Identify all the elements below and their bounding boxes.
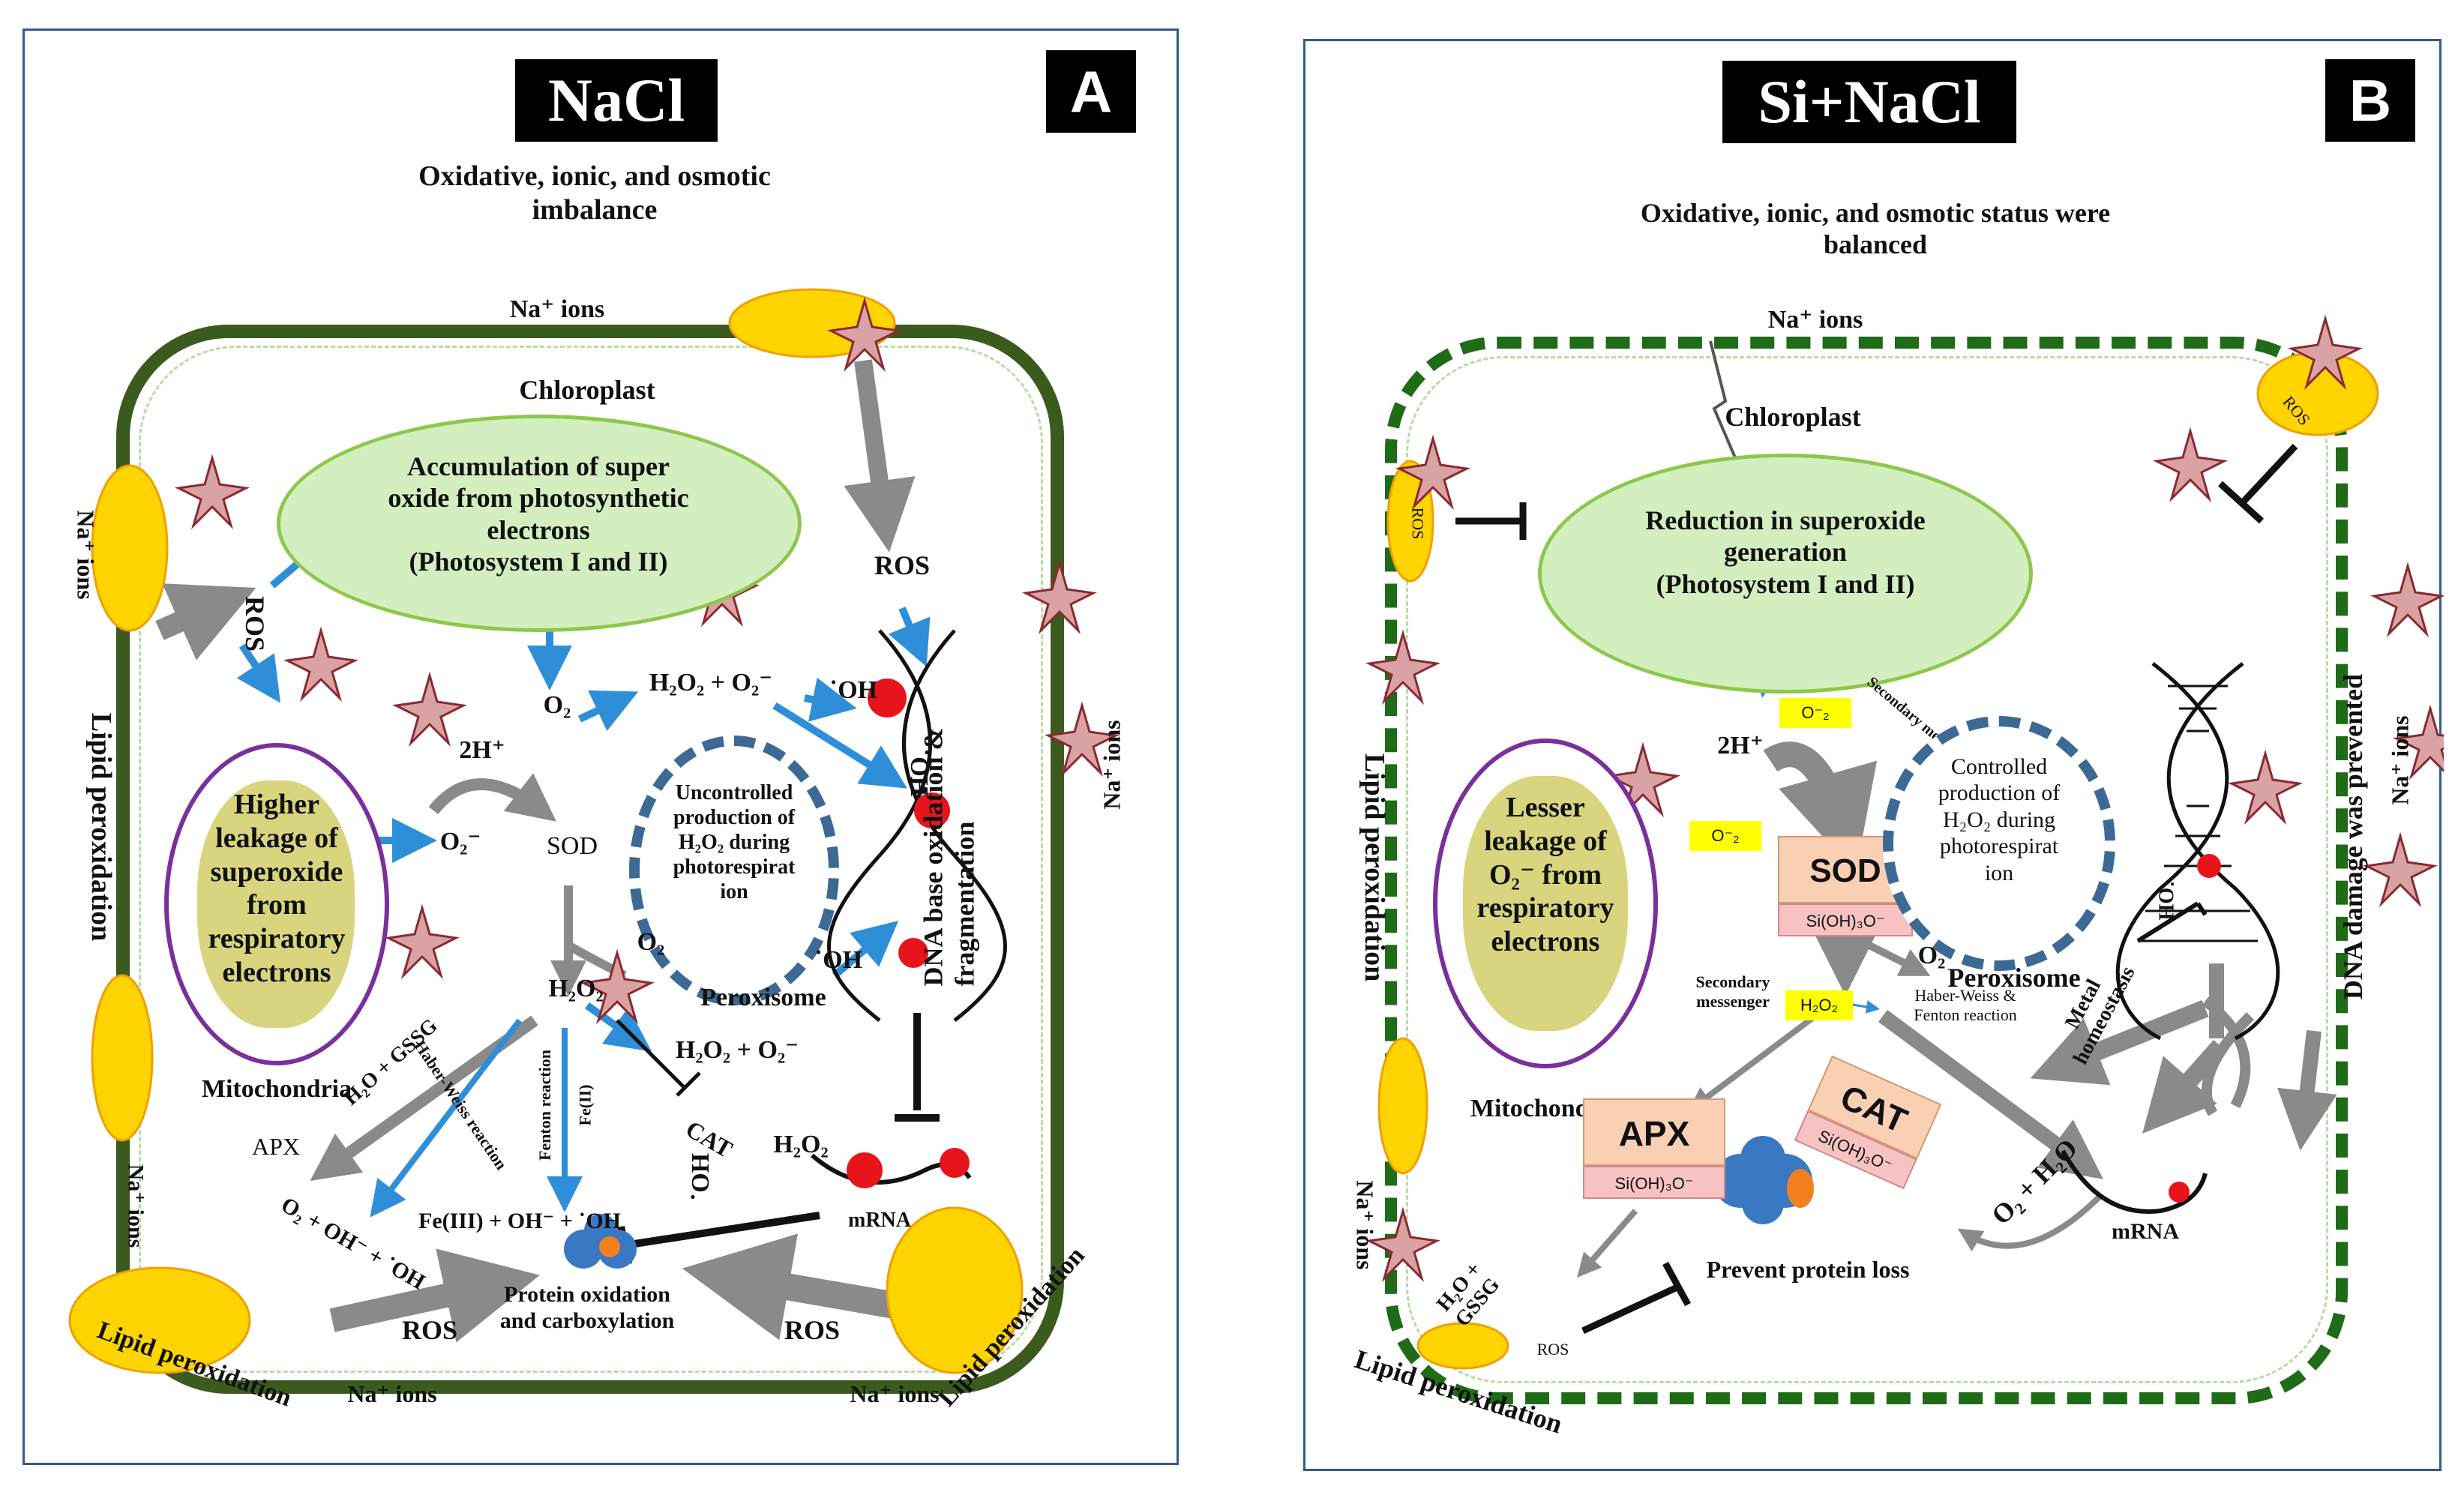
panel-b-arrows bbox=[1365, 314, 2444, 1370]
panel-a-oh-mid: ˙OH bbox=[814, 946, 863, 974]
panel-b-o2-box-top: O⁻₂ bbox=[1779, 698, 1851, 728]
panel-a-o2-mid: O₂ bbox=[637, 928, 665, 956]
panel-a-chloroplast bbox=[277, 415, 802, 632]
panel-b-oh-dna: ˙OH bbox=[2154, 880, 2178, 921]
panel-a-arrows bbox=[68, 288, 1120, 1374]
panel-b-lipid-left: Lipid peroxidation bbox=[1359, 753, 1391, 982]
panel-b-apx-si: Si(OH)₃O⁻ bbox=[1583, 1166, 1725, 1199]
panel-b-subtitle: Oxidative, ionic, and osmotic status wer… bbox=[1640, 198, 2111, 260]
panel-a-letter: A bbox=[1046, 50, 1136, 133]
panel-b-dna-label: DNA damage was prevented bbox=[2338, 673, 2369, 1000]
panel-b-title: Si+NaCl bbox=[1722, 61, 2016, 143]
panel-b-chloroplast-text: Reduction in superoxide generation (Phot… bbox=[1645, 505, 1926, 599]
panel-b-na-top: Na⁺ ions bbox=[1767, 306, 1863, 334]
panel-b-two-h: 2H⁺ bbox=[1717, 732, 1764, 759]
panel-b-letter: B bbox=[2325, 59, 2415, 142]
panel-a-chloroplast-label: Chloroplast bbox=[519, 375, 655, 405]
panel-b-perox-text: Controlled production of H₂O₂ during pho… bbox=[1938, 754, 2061, 885]
panel-b-ros-bottom: ROS bbox=[1536, 1340, 1569, 1359]
panel-a-chloroplast-text: Accumulation of super oxide from photosy… bbox=[388, 451, 689, 577]
panel-b-perox-label: Peroxisome bbox=[1947, 963, 2081, 993]
panel-a-lipid-left: Lipid peroxidation bbox=[85, 712, 118, 942]
panel-a-ros-bottom-right: ROS bbox=[784, 1315, 841, 1345]
arrow-ros-in-left bbox=[155, 583, 256, 661]
panel-a-na-bottom-right: Na⁺ ions bbox=[850, 1380, 940, 1407]
panel-a-subtitle: Oxidative, ionic, and osmotic imbalance bbox=[418, 160, 771, 226]
panel-a-mrna: mRNA bbox=[848, 1209, 911, 1232]
panel-b-na-right: Na⁺ ions bbox=[2386, 715, 2414, 805]
arrow-ros-down bbox=[844, 359, 916, 553]
panel-a-dna-label: DNA base oxidation & fragmentation bbox=[918, 727, 980, 987]
panel-a-mito-label: Mitochondria bbox=[201, 1075, 352, 1103]
panel-b-sod: SOD bbox=[1778, 836, 1913, 903]
panel-b-secondary-messenger-bottom: Secondary messenger bbox=[1695, 972, 1770, 1011]
panel-a-h2o2-o2-top: H₂O₂ + O₂⁻ bbox=[649, 669, 773, 697]
panel-a-na-top: Na⁺ ions bbox=[509, 295, 605, 323]
panel-a-cell-membrane bbox=[139, 346, 1043, 1373]
panel-a-nacl: NaCl A Oxidative, ionic, and osmotic imb… bbox=[22, 28, 1179, 1465]
panel-b-cell-membrane bbox=[1406, 356, 2328, 1383]
panel-a-na-left: Na⁺ ions bbox=[72, 510, 100, 600]
panel-a-fenton: Fenton reaction bbox=[535, 1049, 555, 1161]
panel-a-oh-cat: ˙OH bbox=[687, 1152, 715, 1202]
panel-a-protein: Protein oxidation and carboxylation bbox=[499, 1282, 675, 1334]
panel-a-na-right: Na⁺ ions bbox=[1098, 720, 1126, 810]
panel-a-oh-top: ˙OH bbox=[829, 676, 878, 704]
panel-b-prevent-protein: Prevent protein loss bbox=[1706, 1256, 1910, 1283]
panel-a-title: NaCl bbox=[515, 59, 718, 142]
panel-b-chloroplast-label: Chloroplast bbox=[1725, 402, 1861, 432]
panel-b-mito-text: Lesser leakage of O₂⁻ from respiratory e… bbox=[1476, 792, 1614, 958]
panel-b-sod-si: Si(OH)₃O⁻ bbox=[1778, 903, 1913, 936]
panel-a-h2o2: H₂O₂ bbox=[548, 975, 604, 1002]
panel-a-o2-minus: O₂⁻ bbox=[439, 828, 481, 855]
panel-a-mito-matrix bbox=[197, 780, 355, 1028]
panel-b-h2o2-box: H₂O₂ bbox=[1785, 990, 1853, 1020]
panel-b-chloroplast bbox=[1538, 454, 2033, 694]
panel-b-mrna: mRNA bbox=[2112, 1219, 2179, 1244]
arrow-sod-curve bbox=[428, 773, 556, 822]
panel-a-na-bottom-left-1: Na⁺ ions bbox=[123, 1164, 148, 1248]
arrow-ros-bottom-right bbox=[682, 1233, 898, 1341]
panel-b-cell-wall bbox=[1385, 337, 2348, 1404]
panel-a-perox-label: Peroxisome bbox=[700, 984, 826, 1011]
panel-b-si-nacl: Si+NaCl B Oxidative, ionic, and osmotic … bbox=[1303, 39, 2444, 1471]
panel-a-ros-bottom-left: ROS bbox=[401, 1315, 458, 1345]
panel-b-o2-box-mid: O⁻₂ bbox=[1689, 821, 1761, 851]
arrow-ros-bottom-left bbox=[329, 1248, 540, 1343]
panel-b-apx: APX bbox=[1583, 1098, 1725, 1166]
panel-a-sod: SOD bbox=[546, 832, 598, 860]
panel-b-ros-left: ROS bbox=[1408, 507, 1428, 540]
panel-a-two-h: 2H⁺ bbox=[459, 736, 505, 764]
panel-a-fe-iii: Fe(III) + OH⁻ + ˙OH bbox=[418, 1209, 621, 1233]
panel-a-perox-text: Uncontrolled production of H₂O₂ during p… bbox=[673, 781, 796, 904]
panel-b-mito-matrix bbox=[1463, 776, 1628, 1031]
panel-a-na-bottom-left-2: Na⁺ ions bbox=[347, 1380, 437, 1407]
panel-a-ros-left: ROS bbox=[240, 595, 271, 652]
panel-b-haber-fenton: Haber-Weiss & Fenton reaction bbox=[1914, 986, 2017, 1024]
panel-a-mito-text: Higher leakage of superoxide from respir… bbox=[208, 789, 346, 989]
panel-b-na-left: Na⁺ ions bbox=[1351, 1180, 1379, 1270]
panel-a-h2o2-right: H₂O₂ bbox=[773, 1131, 829, 1158]
panel-a-h2o2-o2-mid: H₂O₂ + O₂⁻ bbox=[675, 1036, 799, 1064]
panel-a-apx: APX bbox=[251, 1133, 300, 1160]
panel-a-ros-top-right: ROS bbox=[874, 550, 931, 580]
panel-a-o2-top: O₂ bbox=[543, 691, 571, 719]
panel-a-fe-ii: Fe(II) bbox=[575, 1084, 595, 1126]
